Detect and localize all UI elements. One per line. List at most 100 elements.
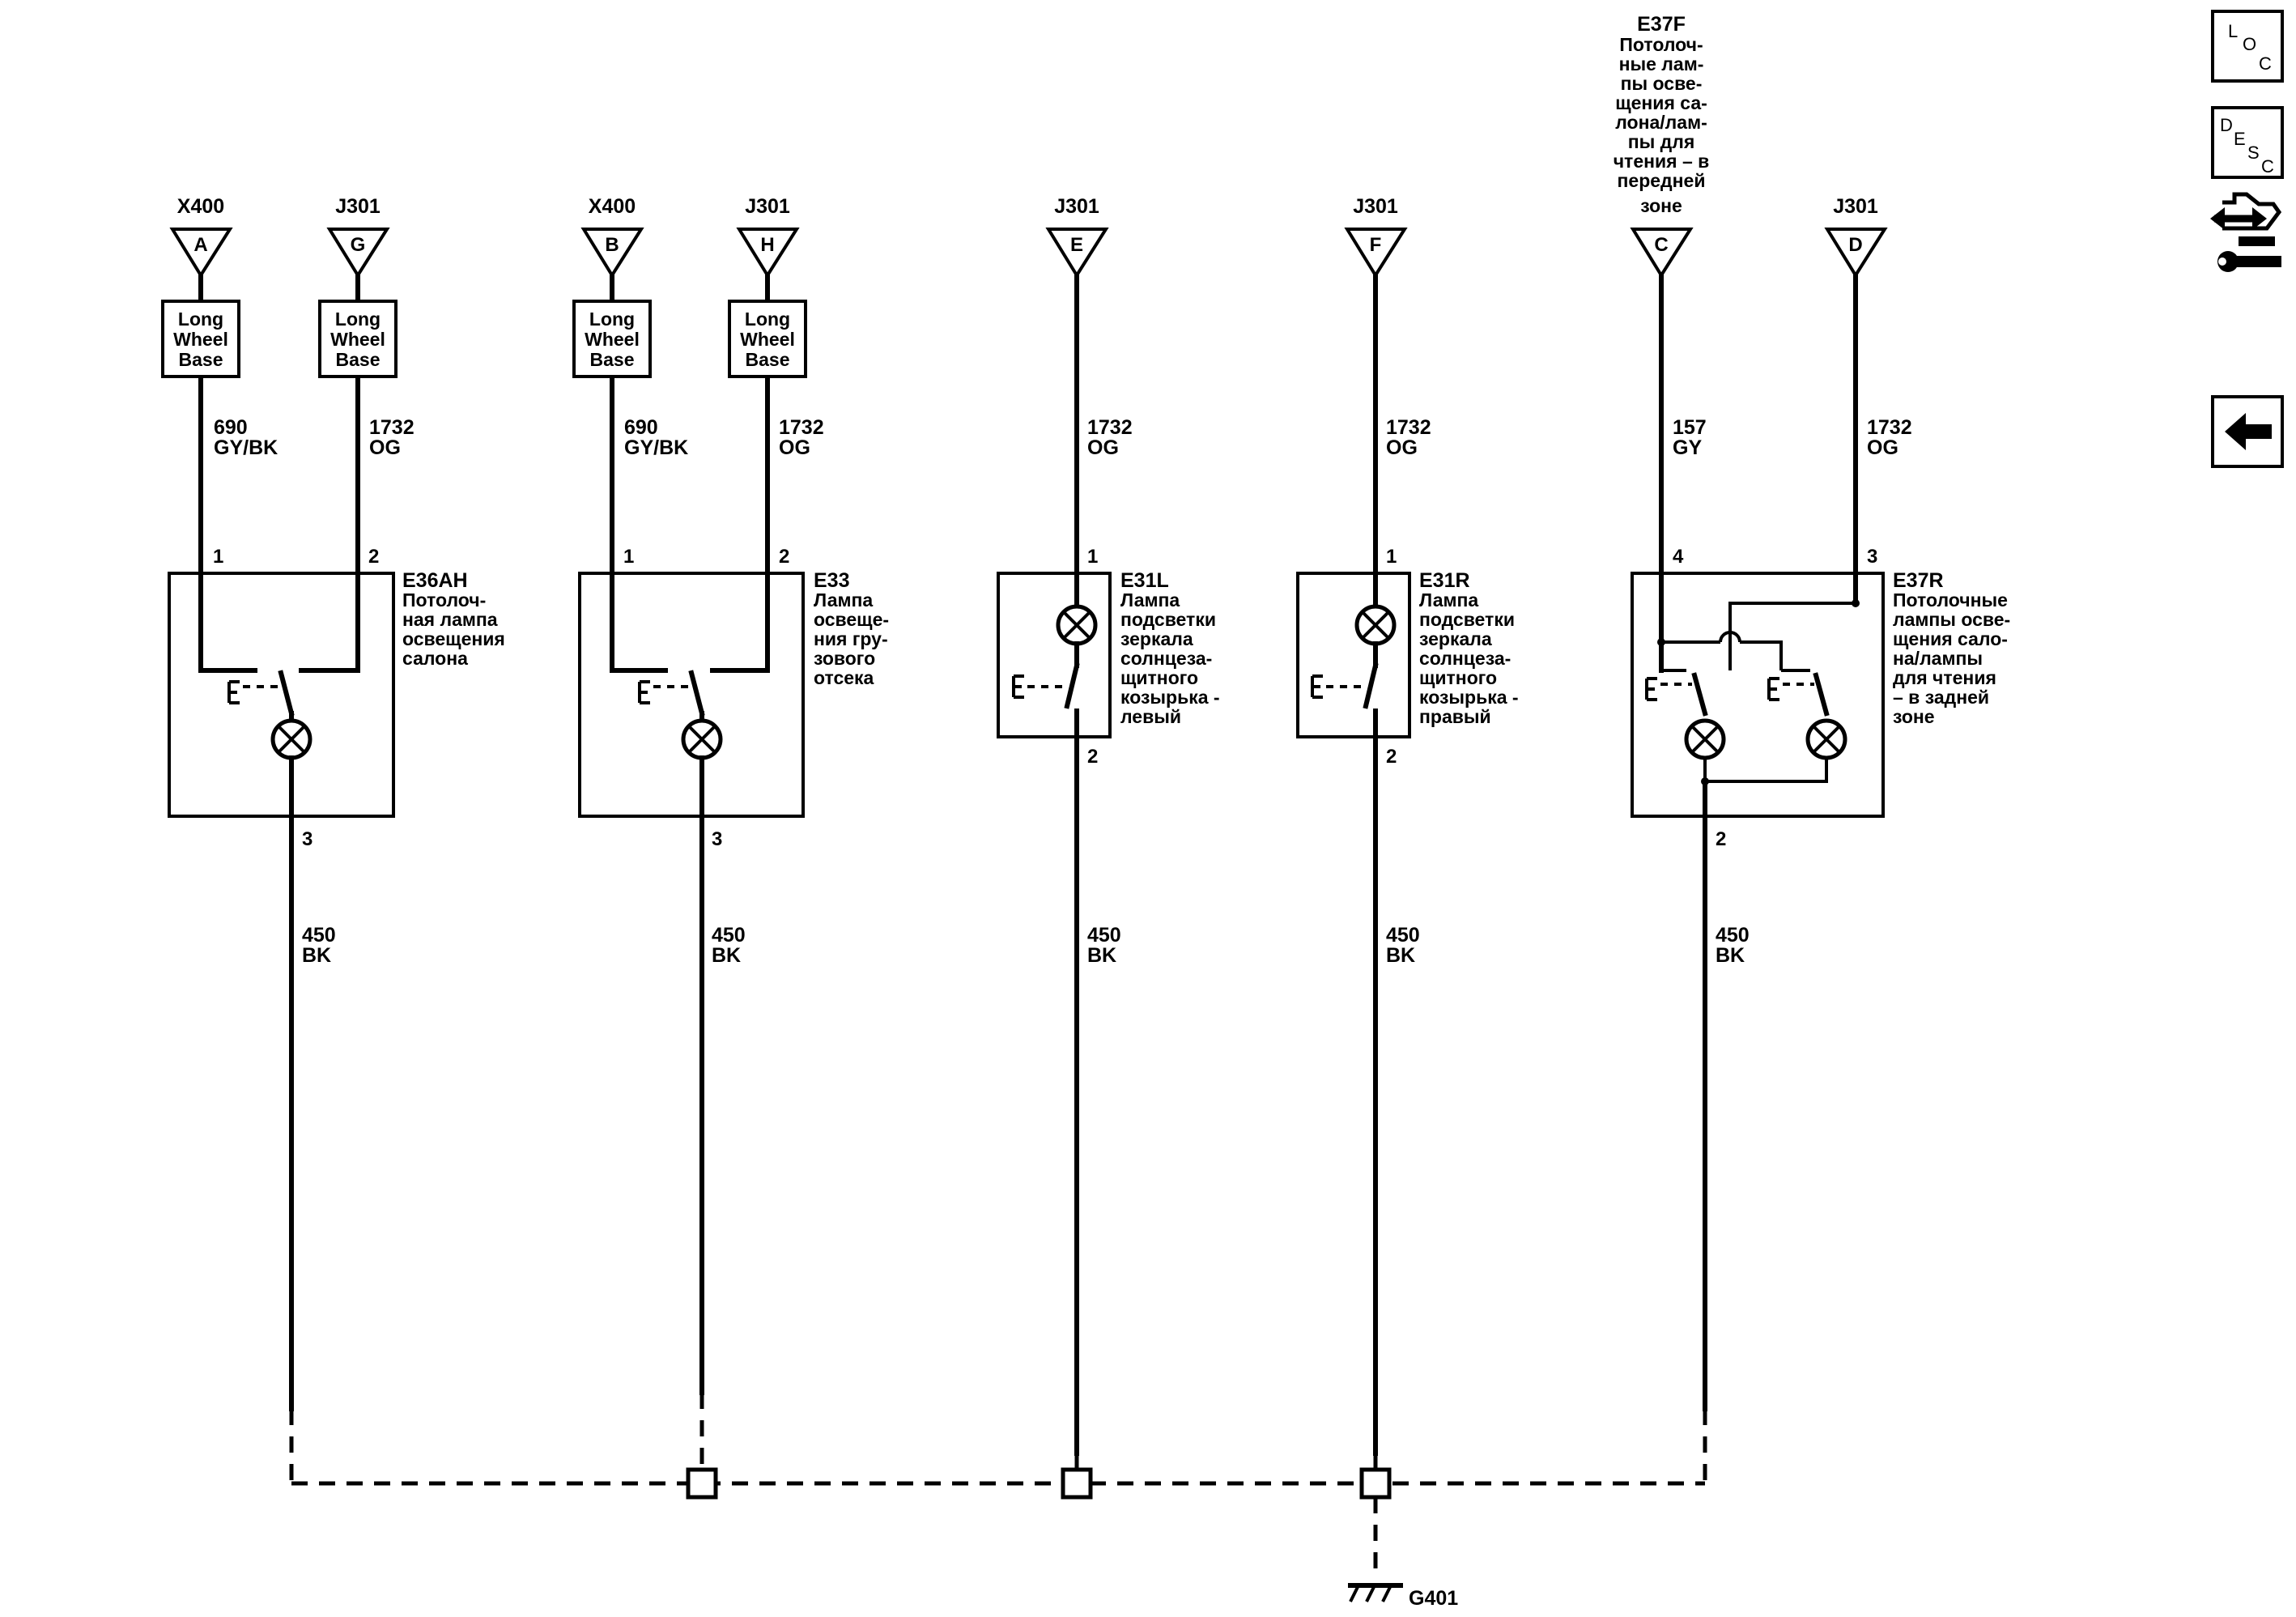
svg-text:OG: OG <box>369 436 401 459</box>
svg-text:козырька -: козырька - <box>1419 687 1519 708</box>
component-id: E36AH <box>402 569 468 592</box>
svg-text:OG: OG <box>1386 436 1418 459</box>
pin-number: 1 <box>1087 546 1098 568</box>
component-id: E37R <box>1893 569 1944 592</box>
svg-text:подсветки: подсветки <box>1419 609 1515 630</box>
component-id: E33 <box>814 569 849 592</box>
connector-triangle <box>1824 228 1888 279</box>
svg-text:BK: BK <box>1716 944 1745 967</box>
pin-number: 1 <box>1386 546 1397 568</box>
wire-label: 450 BK <box>1716 924 1750 967</box>
svg-text:на/лампы: на/лампы <box>1893 648 1983 669</box>
connector-desc-line: лона/лам- <box>1615 112 1707 133</box>
connector-name: J301 <box>335 195 381 218</box>
connector-j301-f: J301 F <box>1344 195 1408 279</box>
pin-number: 1 <box>623 546 634 568</box>
svg-text:1732: 1732 <box>1087 416 1133 439</box>
component-box <box>168 572 395 818</box>
bulb-icon <box>1056 604 1098 646</box>
svg-text:L: L <box>2228 21 2238 41</box>
internal-wire <box>1740 640 1783 670</box>
bulb-icon <box>1805 718 1847 760</box>
svg-text:Потолоч-: Потолоч- <box>402 589 486 611</box>
svg-text:690: 690 <box>624 416 658 439</box>
back-button[interactable] <box>2211 395 2284 468</box>
internal-wire <box>1703 758 1828 783</box>
option-box-long-wheel-base: Long Wheel Base <box>318 300 398 378</box>
internal-wire <box>710 577 770 673</box>
svg-text:BK: BK <box>712 944 741 967</box>
svg-text:Лампа: Лампа <box>1120 589 1180 611</box>
wire-label: 450 BK <box>1087 924 1121 967</box>
connector-name: X400 <box>589 195 636 218</box>
connector-desc-line: ные лам- <box>1619 53 1704 74</box>
svg-text:O: O <box>2243 34 2256 54</box>
pin-number: 2 <box>368 546 379 568</box>
svg-text:Base: Base <box>336 349 381 370</box>
svg-text:157: 157 <box>1673 416 1707 439</box>
option-box-long-wheel-base: Long Wheel Base <box>161 300 240 378</box>
connector-triangle <box>736 228 800 279</box>
desc-button[interactable]: D E S C <box>2211 106 2284 179</box>
wire-label: 1732 OG <box>1386 416 1431 459</box>
connector-desc-line: зоне <box>1640 195 1682 216</box>
svg-text:зоне: зоне <box>1893 706 1935 727</box>
switch-icon <box>638 670 705 717</box>
svg-text:Wheel: Wheel <box>330 329 385 350</box>
svg-text:Лампа: Лампа <box>1419 589 1478 611</box>
svg-text:BK: BK <box>1087 944 1116 967</box>
pin-number: 2 <box>1087 746 1098 768</box>
component-box <box>1296 572 1411 738</box>
loc-button[interactable]: L O C <box>2211 10 2284 83</box>
svg-text:Long: Long <box>335 309 381 330</box>
connector-triangle <box>580 228 644 279</box>
connector-triangle <box>169 228 233 279</box>
svg-text:ния гру-: ния гру- <box>814 628 888 649</box>
svg-text:Long: Long <box>745 309 790 330</box>
internal-wire <box>1728 602 1856 670</box>
svg-text:S: S <box>2247 143 2260 163</box>
component-e31r: 1 2 E31R Лампа подсветки зеркала солнцез… <box>1296 546 1519 1456</box>
arrow-left-icon <box>2225 413 2272 450</box>
bulb-icon <box>681 718 723 760</box>
bulb-icon <box>270 718 313 760</box>
connector-name: X400 <box>177 195 224 218</box>
svg-text:OG: OG <box>1867 436 1898 459</box>
svg-text:OG: OG <box>1087 436 1119 459</box>
svg-text:отсека: отсека <box>814 667 874 688</box>
pin-number: 2 <box>779 546 789 568</box>
connector-desc-line: Потолоч- <box>1619 34 1703 55</box>
ground-bus <box>289 1393 1707 1579</box>
splice-square <box>686 1467 718 1500</box>
svg-text:Wheel: Wheel <box>585 329 640 350</box>
bulb-icon <box>1354 604 1397 646</box>
switch-icon <box>1645 669 1708 717</box>
connector-pin: C <box>1654 234 1668 256</box>
connector-e37f-c: E37F Потолоч- ные лам- пы осве- щения са… <box>1614 13 1709 279</box>
svg-text:E: E <box>2234 129 2246 149</box>
svg-text:освещения: освещения <box>402 628 505 649</box>
connector-j301-g: J301 G <box>326 195 390 279</box>
svg-text:Long: Long <box>589 309 635 330</box>
wire-label: 690 GY/BK <box>624 416 688 459</box>
svg-text:Wheel: Wheel <box>740 329 795 350</box>
pin-number: 3 <box>712 828 722 850</box>
svg-text:солнцеза-: солнцеза- <box>1120 648 1212 669</box>
svg-text:щения сало-: щения сало- <box>1893 628 2008 649</box>
svg-text:BK: BK <box>1386 944 1415 967</box>
component-e33: 1 2 3 E33 Лампа освеще- ния гру- зового … <box>578 546 889 850</box>
internal-wire <box>299 577 360 673</box>
component-box <box>997 572 1112 738</box>
connector-x400-a: X400 A <box>169 195 233 279</box>
svg-text:D: D <box>2220 115 2233 135</box>
svg-text:солнцеза-: солнцеза- <box>1419 648 1511 669</box>
svg-text:450: 450 <box>302 924 336 947</box>
connector-wrench-icon[interactable] <box>2210 192 2282 272</box>
junction-dot <box>1852 599 1860 607</box>
svg-text:450: 450 <box>1716 924 1750 947</box>
connector-name: E37F <box>1637 13 1686 36</box>
svg-text:450: 450 <box>1386 924 1420 947</box>
pin-number: 2 <box>1716 828 1726 850</box>
svg-text:1732: 1732 <box>1867 416 1912 439</box>
